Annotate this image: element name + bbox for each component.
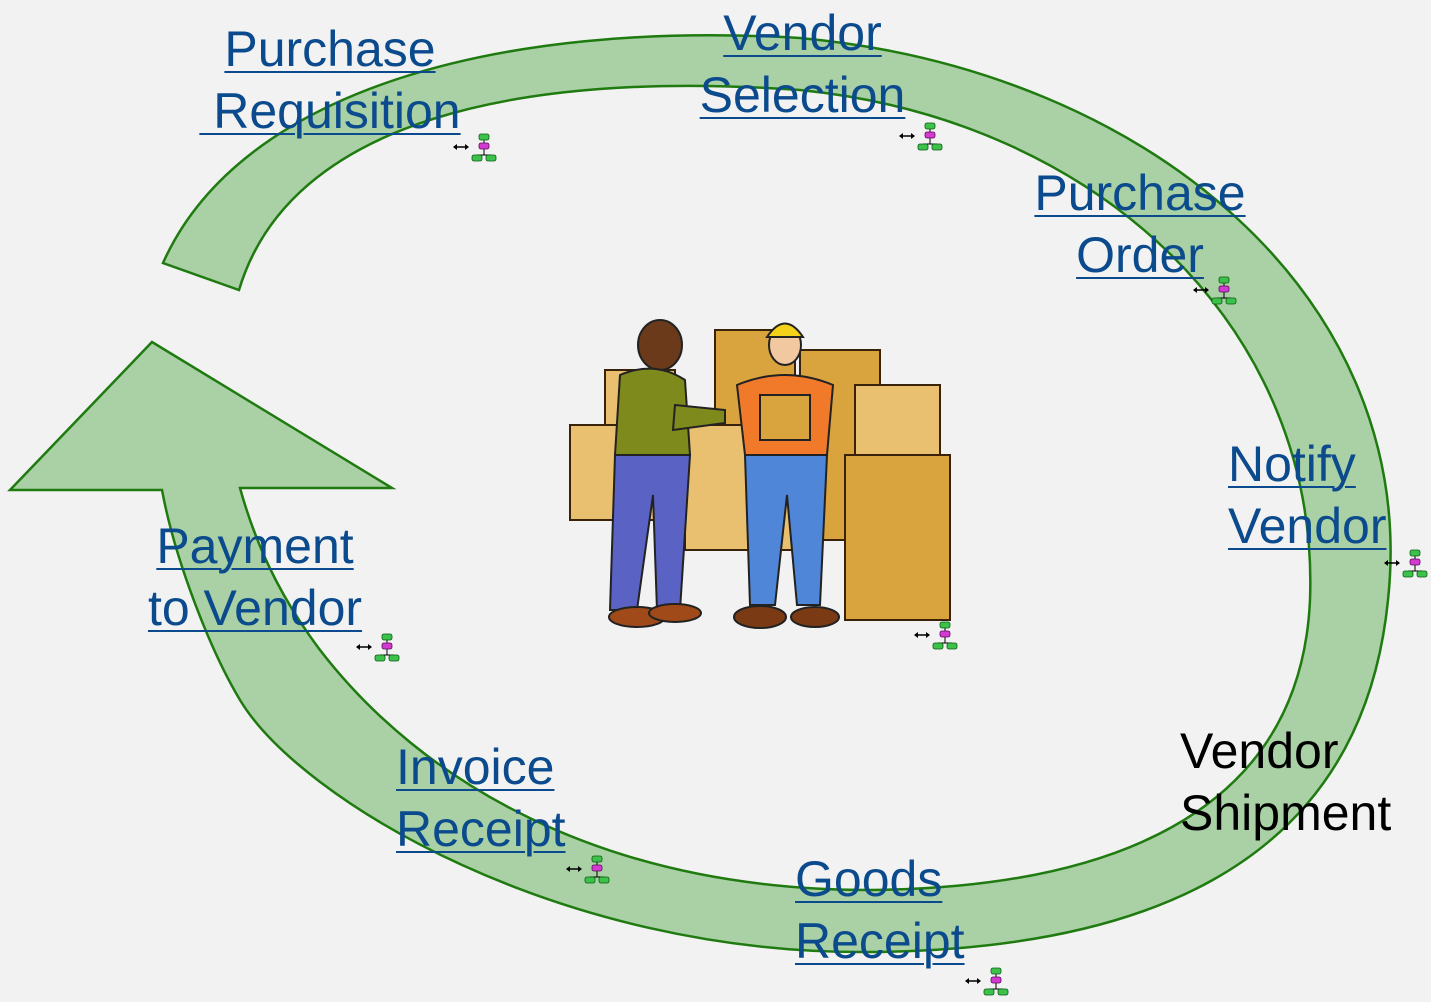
step-vendor-shipment: Vendor Shipment	[1180, 720, 1391, 844]
hierarchy-link-icon[interactable]	[452, 133, 500, 163]
step-payment-to-vendor-line2: to Vendor	[147, 580, 363, 636]
hierarchy-link-icon[interactable]	[565, 855, 613, 885]
step-purchase-requisition[interactable]: Purchase Requisition	[190, 18, 470, 142]
step-vendor-selection-line2: Selection	[699, 67, 906, 123]
person-right	[733, 322, 840, 629]
hierarchy-link-icon[interactable]	[1383, 549, 1431, 579]
step-notify-vendor-line1: Notify	[1228, 436, 1356, 492]
workers-with-boxes-clipart	[569, 319, 951, 629]
hierarchy-link-icon[interactable]	[898, 122, 946, 152]
box-right-large	[844, 454, 951, 621]
step-vendor-selection-line1: Vendor	[723, 5, 882, 61]
step-vendor-selection[interactable]: Vendor Selection	[690, 2, 915, 126]
step-payment-to-vendor[interactable]: Payment to Vendor	[135, 515, 375, 639]
step-notify-vendor[interactable]: Notify Vendor	[1228, 433, 1386, 557]
hierarchy-link-icon[interactable]	[355, 633, 403, 663]
step-payment-to-vendor-line1: Payment	[156, 518, 354, 574]
step-purchase-requisition-line1: Purchase	[224, 21, 436, 77]
step-invoice-receipt[interactable]: Invoice Receipt	[396, 736, 566, 860]
step-vendor-shipment-line1: Vendor	[1180, 723, 1339, 779]
step-purchase-order-line1: Purchase	[1034, 165, 1246, 221]
cycle-arrow-shape	[7, 34, 1392, 954]
step-purchase-order[interactable]: Purchase Order	[1025, 162, 1255, 286]
step-goods-receipt-line1: Goods	[795, 851, 943, 907]
step-goods-receipt-line2: Receipt	[795, 913, 965, 969]
person-left	[608, 319, 726, 628]
step-invoice-receipt-line1: Invoice	[396, 739, 555, 795]
step-notify-vendor-line2: Vendor	[1228, 498, 1387, 554]
step-purchase-order-line2: Order	[1076, 227, 1204, 283]
step-goods-receipt[interactable]: Goods Receipt	[795, 848, 965, 972]
step-purchase-requisition-line2: Requisition	[199, 83, 461, 139]
step-invoice-receipt-line2: Receipt	[396, 801, 566, 857]
step-vendor-shipment-line2: Shipment	[1180, 785, 1392, 841]
hierarchy-link-icon[interactable]	[964, 967, 1012, 997]
box-mid-right	[854, 384, 941, 466]
hierarchy-link-icon[interactable]	[1192, 276, 1240, 306]
hierarchy-link-icon[interactable]	[913, 621, 961, 651]
